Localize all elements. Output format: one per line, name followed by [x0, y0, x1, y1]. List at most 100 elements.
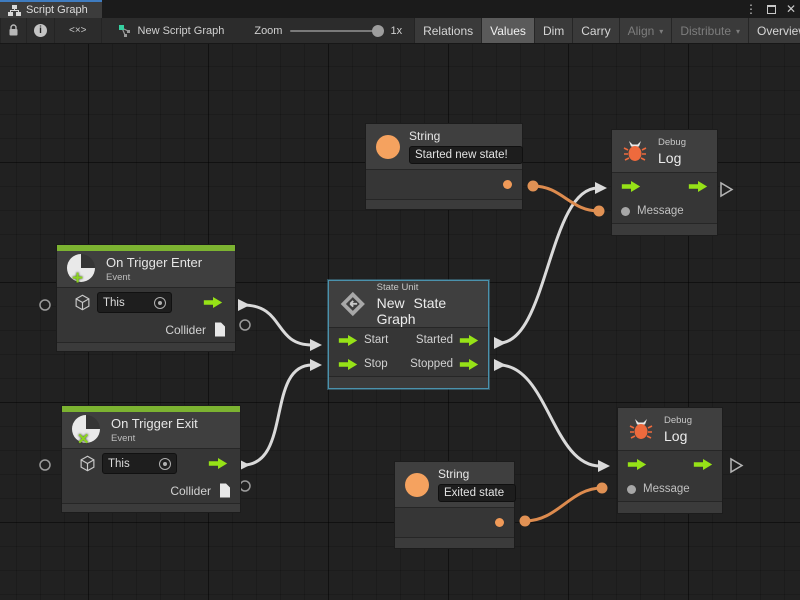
- enter-collider-port: [239, 319, 251, 331]
- collider-output-label: Collider: [165, 322, 206, 337]
- window-close-icon[interactable]: ✕: [785, 2, 796, 16]
- graph-tab-icon: [8, 4, 21, 16]
- node-title: String: [438, 467, 470, 481]
- node-title: On Trigger Enter: [106, 255, 203, 270]
- node-title: String: [409, 129, 441, 143]
- dim-button[interactable]: Dim: [534, 18, 574, 43]
- gameobject-cube-icon: [80, 455, 95, 472]
- values-button[interactable]: Values: [482, 18, 535, 43]
- message-input-port[interactable]: [627, 484, 636, 494]
- script-graph-icon: [118, 24, 130, 37]
- control-input-port[interactable]: [621, 180, 641, 192]
- control-wires: [242, 186, 601, 468]
- node-debug-log-bottom[interactable]: Debug Log Message: [617, 407, 723, 514]
- start-label: Start: [364, 334, 389, 346]
- collider-output-label: Collider: [170, 483, 211, 498]
- stopped-label: Stopped: [410, 358, 453, 370]
- wire-exit-to-stop: [242, 363, 313, 467]
- info-icon: i: [34, 24, 47, 37]
- wire-started-to-log: [498, 186, 599, 345]
- gameobject-cube-icon: [75, 294, 90, 311]
- control-output-port[interactable]: [203, 297, 223, 308]
- node-title: Log: [664, 427, 688, 444]
- string-literal-icon: [376, 134, 400, 159]
- node-subtitle: Event: [111, 433, 136, 444]
- stop-input-port[interactable]: [338, 358, 358, 370]
- control-output-port[interactable]: [208, 458, 228, 469]
- node-kind: Debug: [664, 414, 692, 426]
- stop-label: Stop: [364, 358, 388, 370]
- code-icon: <×>: [69, 25, 87, 36]
- string-output-port[interactable]: [503, 180, 512, 189]
- target-object-field[interactable]: This: [102, 453, 177, 474]
- exit-collider-port: [239, 480, 251, 492]
- lock-button[interactable]: [0, 18, 27, 43]
- string-value-input[interactable]: Started new state!: [409, 146, 523, 164]
- exit-input-port: [39, 459, 51, 471]
- node-string-top[interactable]: String Started new state!: [365, 123, 523, 210]
- tab-title: Script Graph: [26, 4, 88, 16]
- overview-button[interactable]: Overview: [749, 18, 800, 43]
- zoom-slider[interactable]: [290, 24, 385, 37]
- graph-name-group[interactable]: New Script Graph: [118, 18, 225, 43]
- collider-doc-icon[interactable]: [219, 483, 231, 498]
- align-button[interactable]: Align▾: [619, 18, 673, 43]
- started-label: Started: [415, 334, 453, 346]
- connection-layer: [39, 180, 744, 527]
- wire-string-to-message-top: [532, 184, 600, 213]
- message-input-port[interactable]: [621, 206, 630, 216]
- started-output-port[interactable]: [459, 334, 479, 346]
- wire-string-to-message-bottom: [524, 486, 603, 523]
- bug-icon: [629, 419, 653, 439]
- node-on-trigger-exit[interactable]: ✕ On Trigger Exit Event This Collider: [61, 405, 241, 513]
- wire-stopped-to-log: [498, 363, 601, 468]
- node-state-unit[interactable]: State Unit New State Graph Start Started…: [328, 280, 489, 389]
- relations-button[interactable]: Relations: [414, 18, 483, 43]
- enter-input-port: [39, 299, 51, 311]
- log-top-output-port: [720, 181, 734, 198]
- control-input-port[interactable]: [627, 458, 647, 470]
- stopped-output-port[interactable]: [459, 358, 479, 370]
- wire-arrowheads: [238, 182, 610, 472]
- node-kind: State Unit: [376, 281, 419, 293]
- carry-button[interactable]: Carry: [573, 18, 620, 43]
- message-label: Message: [643, 483, 690, 495]
- state-unit-icon: [340, 291, 365, 317]
- string-literal-icon: [405, 472, 429, 497]
- graph-name-label: New Script Graph: [137, 24, 225, 37]
- start-input-port[interactable]: [338, 334, 358, 346]
- info-button[interactable]: i: [27, 18, 55, 43]
- graph-canvas[interactable]: String Started new state! Debug Log: [0, 44, 800, 600]
- node-title: Log: [658, 149, 682, 166]
- bug-icon: [623, 141, 647, 161]
- event-accent-strip: [57, 245, 235, 251]
- string-value-input[interactable]: Exited state: [438, 484, 516, 502]
- log-bottom-output-port: [730, 457, 744, 474]
- zoom-slider-handle[interactable]: [372, 24, 385, 37]
- wire-enter-to-start: [242, 303, 313, 347]
- message-label: Message: [637, 205, 684, 217]
- control-output-port[interactable]: [688, 180, 708, 192]
- event-enter-icon: +: [67, 254, 97, 288]
- value-wires: [524, 184, 603, 523]
- node-title: New State Graph: [376, 294, 447, 327]
- node-on-trigger-enter[interactable]: + On Trigger Enter Event This Collider: [56, 244, 236, 352]
- code-view-button[interactable]: <×>: [55, 18, 102, 43]
- control-output-port[interactable]: [693, 458, 713, 470]
- window-menu-icon[interactable]: ⋮: [744, 2, 757, 16]
- event-accent-strip: [62, 406, 240, 412]
- lock-icon: [9, 24, 18, 36]
- tab-script-graph[interactable]: Script Graph: [0, 0, 102, 18]
- window-maximize-icon[interactable]: [766, 4, 776, 14]
- object-picker-icon[interactable]: [154, 296, 166, 309]
- string-output-port[interactable]: [495, 518, 504, 527]
- distribute-button[interactable]: Distribute▾: [672, 18, 750, 43]
- graph-toolbar: i <×> New Script Graph Zoom 1x Relations…: [0, 18, 800, 44]
- node-kind: Debug: [658, 136, 686, 148]
- zoom-label: Zoom: [254, 24, 283, 37]
- object-picker-icon[interactable]: [159, 457, 171, 470]
- node-debug-log-top[interactable]: Debug Log Message: [611, 129, 718, 236]
- target-object-field[interactable]: This: [97, 292, 172, 313]
- collider-doc-icon[interactable]: [214, 322, 226, 337]
- node-string-bottom[interactable]: String Exited state: [394, 461, 516, 549]
